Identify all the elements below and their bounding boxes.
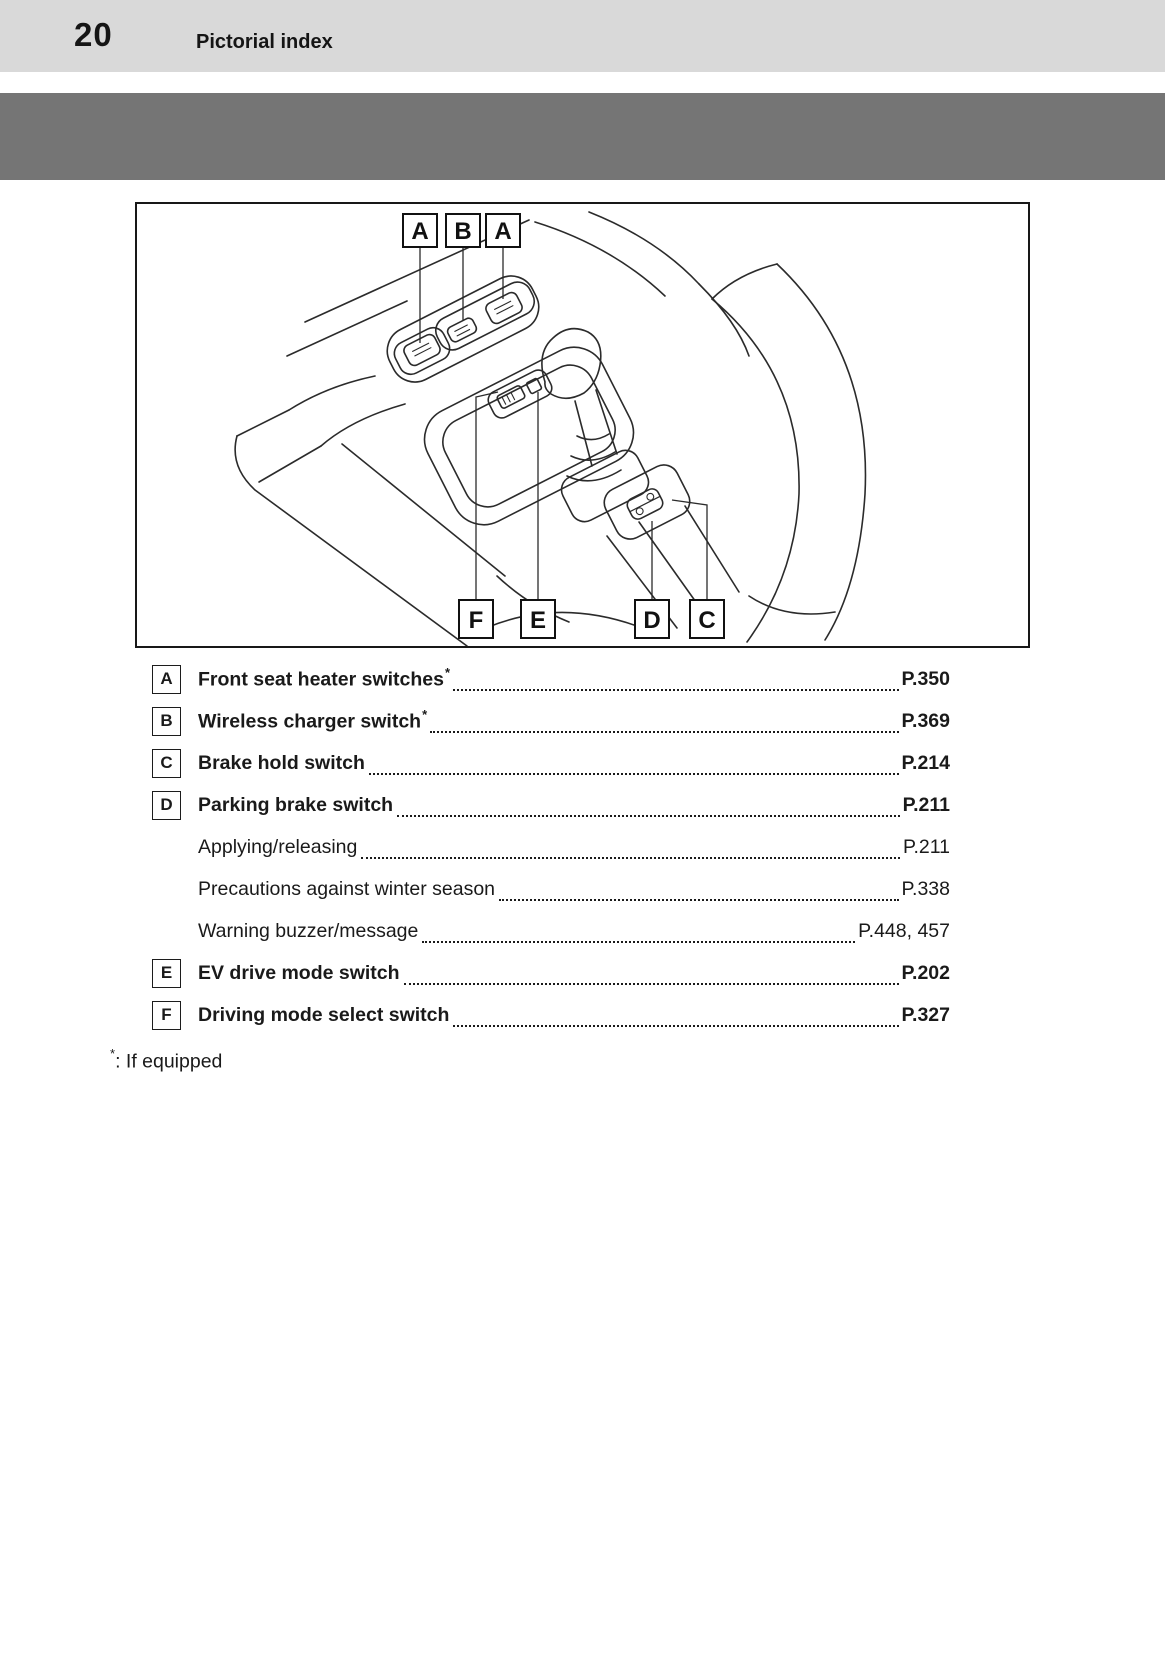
- seat-heater-switch-right: [485, 291, 523, 325]
- page-reference: P.214: [901, 751, 950, 774]
- item-title: Parking brake switch: [198, 793, 394, 816]
- item-title: Warning buzzer/message: [198, 919, 419, 942]
- page-reference: P.338: [901, 877, 950, 900]
- callout-letter: C: [698, 607, 715, 634]
- callout-label-c: C: [689, 599, 725, 639]
- index-row-ev-drive-mode: E EV drive mode switch P.202: [152, 952, 950, 994]
- index-subrow-warning-buzzer: Warning buzzer/message P.448, 457: [152, 910, 950, 952]
- item-title: Precautions against winter season: [198, 877, 496, 900]
- index-row-wireless-charger: B Wireless charger switch* P.369: [152, 700, 950, 742]
- callout-label-b: B: [445, 213, 481, 248]
- callout-labels: A B A F E: [402, 213, 725, 639]
- callout-label-d: D: [634, 599, 670, 639]
- page-reference: P.202: [901, 961, 950, 984]
- item-label-box: E: [152, 958, 181, 988]
- item-label-box: D: [152, 790, 181, 820]
- ev-drive-mode-switch: [525, 377, 543, 395]
- item-label: C: [160, 753, 173, 772]
- driving-mode-select-switch: [496, 385, 526, 409]
- item-label-box: F: [152, 1000, 181, 1030]
- dotted-leader: [499, 899, 899, 901]
- callout-label-a2: A: [485, 213, 521, 248]
- callout-letter: A: [494, 218, 511, 245]
- console-line-art: [234, 211, 867, 646]
- seat-heater-switch-left: [403, 333, 441, 367]
- item-label: A: [160, 669, 173, 688]
- dotted-leader: [422, 941, 856, 943]
- item-title: Applying/releasing: [198, 835, 358, 858]
- callout-letter: A: [411, 218, 428, 245]
- item-title: Driving mode select switch: [198, 1003, 450, 1026]
- page-reference: P.211: [903, 835, 950, 858]
- footnote-asterisk: *: [110, 1046, 116, 1061]
- page-reference: P.350: [901, 667, 950, 690]
- header-bar: [0, 0, 1165, 72]
- dotted-leader: [397, 815, 900, 817]
- footnote-text: : If equipped: [115, 1050, 223, 1073]
- index-row-front-seat-heater: A Front seat heater switches* P.350: [152, 658, 950, 700]
- item-label: D: [160, 795, 173, 814]
- dotted-leader: [430, 731, 899, 733]
- dotted-leader: [361, 857, 900, 859]
- index-row-parking-brake: D Parking brake switch P.211: [152, 784, 950, 826]
- callout-label-a1: A: [402, 213, 438, 248]
- page-reference: P.369: [901, 709, 950, 732]
- dotted-leader: [453, 1025, 899, 1027]
- dotted-leader: [403, 983, 899, 985]
- item-label: E: [160, 963, 173, 982]
- page-number: 20: [74, 16, 113, 53]
- callout-letter: D: [643, 607, 660, 634]
- parking-brake-and-brake-hold-switches: [626, 488, 664, 520]
- item-title: Front seat heater switches*: [198, 665, 451, 691]
- callout-label-f: F: [458, 599, 494, 639]
- index-subrow-applying-releasing: Applying/releasing P.211: [152, 826, 950, 868]
- asterisk: *: [445, 665, 451, 681]
- item-title: Brake hold switch: [198, 751, 365, 774]
- page-reference: P.211: [902, 793, 950, 816]
- index-row-driving-mode-select: F Driving mode select switch P.327: [152, 994, 950, 1036]
- chapter-band: [0, 93, 1165, 180]
- item-title: Wireless charger switch*: [198, 707, 428, 733]
- index-subrow-winter-precautions: Precautions against winter season P.338: [152, 868, 950, 910]
- section-title: Pictorial index: [196, 31, 333, 53]
- item-label-box: C: [152, 748, 181, 778]
- index-row-brake-hold: C Brake hold switch P.214: [152, 742, 950, 784]
- callout-label-e: E: [520, 599, 556, 639]
- diagram-box: A B A F E: [135, 202, 1030, 648]
- item-label-box: A: [152, 664, 181, 694]
- dotted-leader: [368, 773, 899, 775]
- callout-letter: E: [530, 607, 546, 634]
- item-title: EV drive mode switch: [198, 961, 400, 984]
- dotted-leader: [453, 689, 899, 691]
- callout-leader-lines: [419, 247, 708, 602]
- callout-letter: F: [469, 607, 484, 634]
- callout-letter: B: [454, 218, 471, 245]
- console-diagram: A B A F E: [234, 211, 867, 646]
- footnote: *: If equipped: [110, 1046, 223, 1074]
- item-label-box: B: [152, 706, 181, 736]
- page-reference: P.327: [901, 1003, 950, 1026]
- page-reference: P.448, 457: [858, 919, 950, 942]
- pictorial-index-list: A Front seat heater switches* P.350 B Wi…: [152, 658, 950, 1036]
- wireless-charger-switch: [446, 317, 478, 343]
- item-label: B: [160, 711, 173, 730]
- shift-lever: [541, 327, 650, 523]
- asterisk: *: [422, 707, 428, 723]
- item-label: F: [161, 1005, 172, 1024]
